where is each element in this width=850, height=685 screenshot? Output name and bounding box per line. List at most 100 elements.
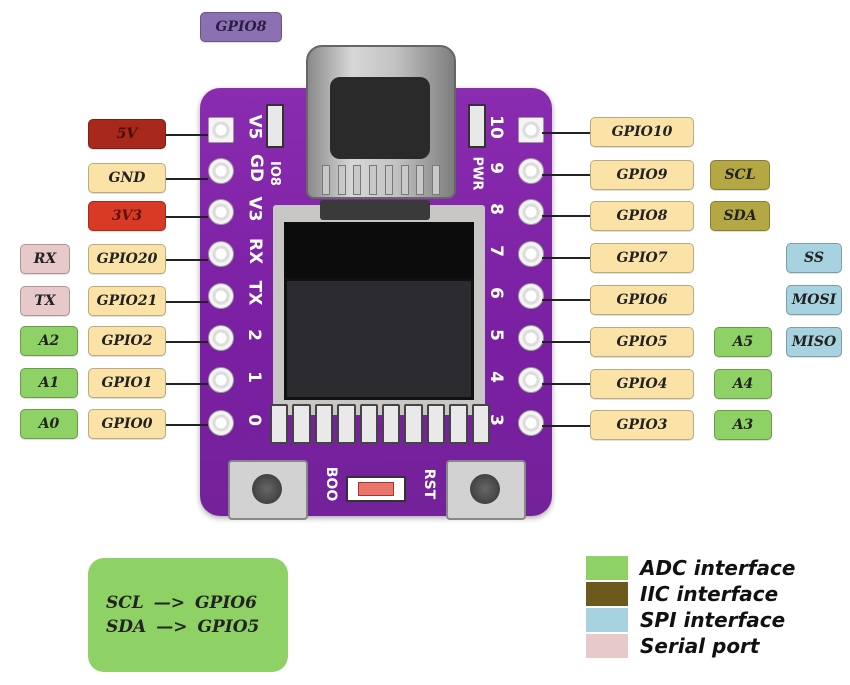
- silk-6: 6: [485, 287, 506, 299]
- led-pwr: [468, 104, 486, 148]
- label-gpio8: GPIO8: [590, 201, 694, 231]
- led-io8: [266, 104, 284, 148]
- legend-serial: Serial port: [586, 634, 759, 658]
- pad-gpio7: [518, 241, 544, 267]
- silk-tx: TX: [244, 280, 265, 306]
- leader-gpio4: [542, 383, 590, 385]
- leader-gnd: [166, 178, 208, 180]
- silk-rx: RX: [245, 237, 266, 265]
- mapping-sda: SDA: [106, 617, 147, 637]
- silk-2: 2: [243, 329, 264, 341]
- label-gpio21: GPIO21: [88, 286, 166, 316]
- label-a1: A1: [20, 368, 78, 398]
- label-a4: A4: [714, 369, 772, 399]
- silk-4: 4: [485, 371, 506, 383]
- label-rx: RX: [20, 244, 70, 274]
- pad-gpio8: [518, 199, 544, 225]
- mapping-gpio6: GPIO6: [195, 593, 257, 613]
- pad-gpio6: [518, 283, 544, 309]
- usb-c-connector: [306, 45, 456, 199]
- label-gpio2: GPIO2: [88, 326, 166, 356]
- legend-spi-text: SPI interface: [640, 608, 786, 632]
- mapping-line-sda: SDA —> GPIO5: [106, 615, 288, 639]
- label-gpio5: GPIO5: [590, 327, 694, 357]
- label-gpio0: GPIO0: [88, 409, 166, 439]
- label-gpio1: GPIO1: [88, 368, 166, 398]
- silk-v5: V5: [244, 114, 265, 140]
- leader-5v: [166, 134, 208, 136]
- resistor-part: [346, 476, 406, 502]
- label-a2: A2: [20, 326, 78, 356]
- pad-gpio4: [518, 367, 544, 393]
- silk-9: 9: [485, 162, 506, 174]
- silk-1: 1: [243, 371, 264, 383]
- pad-gnd: [208, 158, 234, 184]
- label-gpio7: GPIO7: [590, 243, 694, 273]
- boot-button-cap: [252, 474, 282, 504]
- silk-pwr: PWR: [469, 156, 485, 191]
- legend-adc-text: ADC interface: [640, 556, 796, 580]
- legend-iic-swatch: [586, 582, 628, 606]
- legend-adc: ADC interface: [586, 556, 795, 580]
- silk-io8: IO8: [266, 161, 282, 186]
- leader-gpio21: [166, 301, 208, 303]
- label-sda: SDA: [710, 201, 770, 231]
- leader-gpio9: [542, 174, 590, 176]
- boot-button: [228, 460, 308, 520]
- usb-pins: [322, 165, 440, 195]
- mapping-gpio5: GPIO5: [197, 617, 260, 637]
- label-gpio20: GPIO20: [88, 244, 166, 274]
- mapping-arrow-2: —>: [156, 617, 188, 637]
- label-a0: A0: [20, 409, 78, 439]
- legend-spi: SPI interface: [586, 608, 785, 632]
- silk-0: 0: [243, 414, 264, 426]
- pad-gpio21: [208, 283, 234, 309]
- oled-screen: [284, 278, 474, 400]
- label-miso: MISO: [786, 327, 842, 357]
- mapping-scl: SCL: [106, 593, 144, 613]
- silk-boo: BOO: [323, 466, 340, 502]
- pad-gpio2: [208, 325, 234, 351]
- silk-10: 10: [485, 115, 506, 139]
- label-gnd: GND: [88, 163, 166, 193]
- pad-gpio3: [518, 410, 544, 436]
- label-a3: A3: [714, 410, 772, 440]
- oled-bezel: [284, 222, 474, 278]
- label-gpio6: GPIO6: [590, 285, 694, 315]
- legend-serial-text: Serial port: [640, 634, 760, 658]
- label-5v: 5V: [88, 119, 166, 149]
- pad-gpio1: [208, 367, 234, 393]
- leader-gpio6: [542, 299, 590, 301]
- pad-gpio9: [518, 158, 544, 184]
- leader-gpio1: [166, 383, 208, 385]
- leader-gpio10: [542, 132, 590, 134]
- pad-gpio20: [208, 241, 234, 267]
- leader-gpio2: [166, 341, 208, 343]
- legend-adc-swatch: [586, 556, 628, 580]
- label-gpio10: GPIO10: [590, 117, 694, 147]
- leader-gpio0: [166, 424, 208, 426]
- label-gpio3: GPIO3: [590, 410, 694, 440]
- leader-gpio8: [542, 215, 590, 217]
- label-scl: SCL: [710, 160, 770, 190]
- label-gpio9: GPIO9: [590, 160, 694, 190]
- oled-flex-cable: [320, 200, 430, 220]
- leader-gpio20: [166, 259, 208, 261]
- label-gpio4: GPIO4: [590, 369, 694, 399]
- silk-8: 8: [485, 203, 506, 215]
- silk-v3: V3: [244, 196, 265, 222]
- leader-gpio3: [542, 425, 590, 427]
- legend-serial-swatch: [586, 634, 628, 658]
- silk-7: 7: [485, 245, 506, 257]
- pad-gpio5: [518, 325, 544, 351]
- label-a5: A5: [714, 327, 772, 357]
- label-mosi: MOSI: [786, 285, 842, 315]
- component-row: [270, 404, 491, 444]
- leader-gpio5: [542, 341, 590, 343]
- top-gpio8-label: GPIO8: [200, 12, 282, 42]
- silk-5: 5: [485, 329, 506, 341]
- label-tx: TX: [20, 286, 70, 316]
- label-ss: SS: [786, 243, 842, 273]
- legend-spi-swatch: [586, 608, 628, 632]
- silk-rst: RST: [421, 468, 438, 500]
